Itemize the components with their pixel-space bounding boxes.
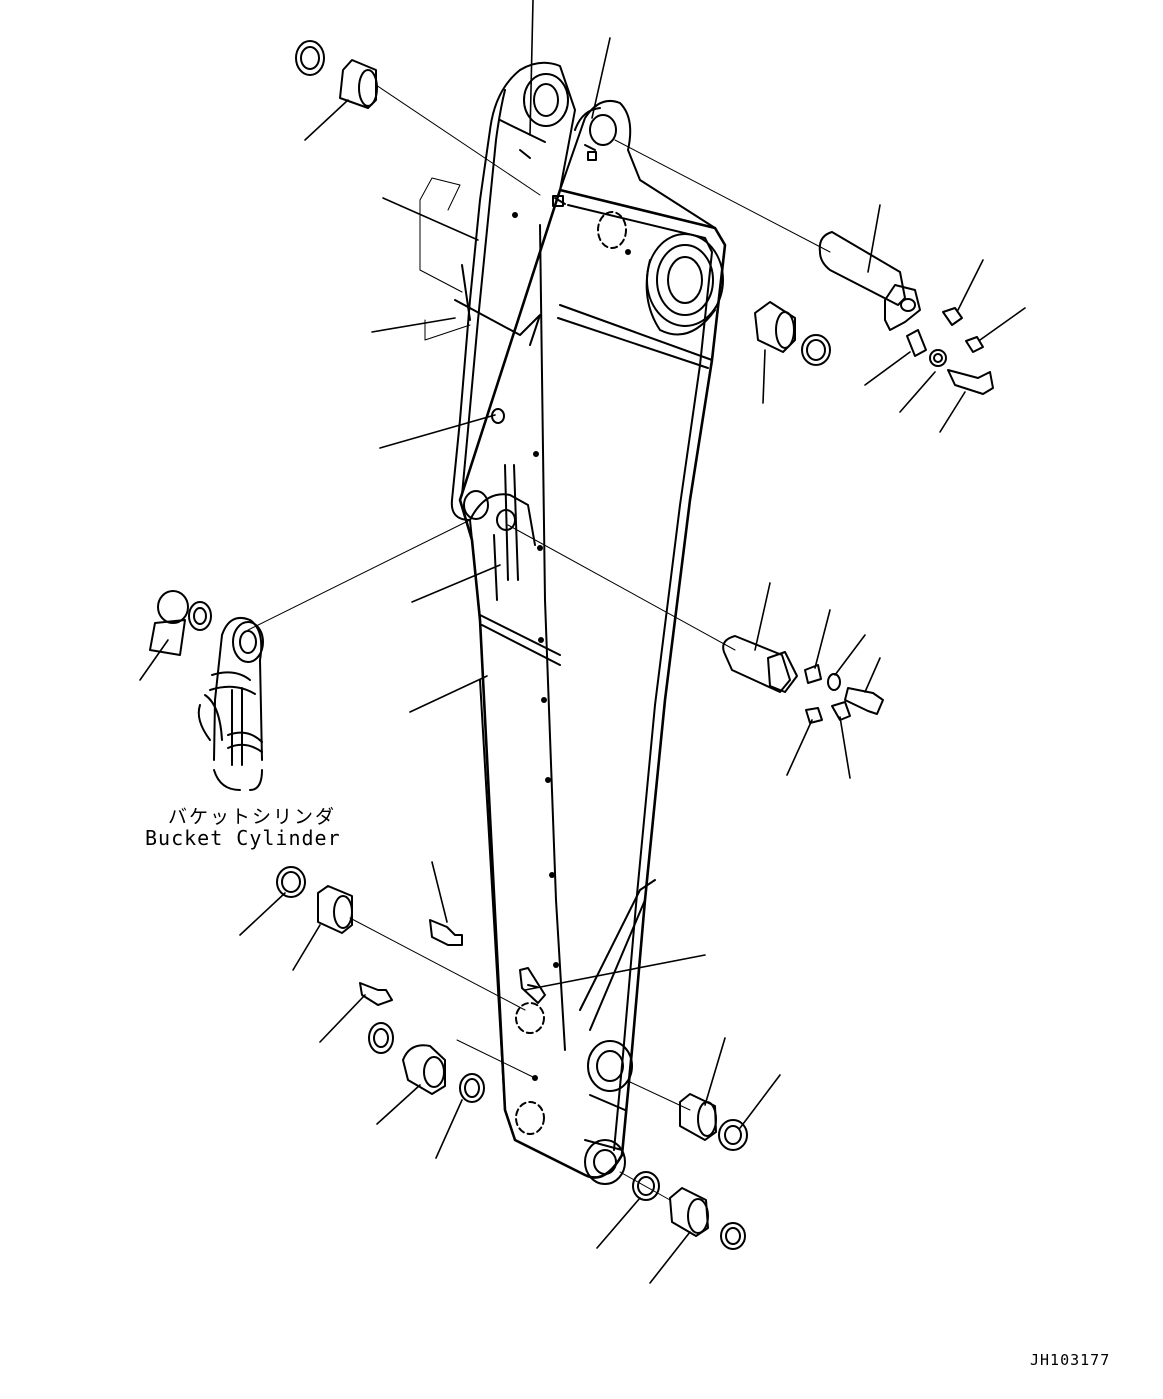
bucket-cylinder-label-en: Bucket Cylinder (145, 826, 341, 850)
pin-upper (818, 231, 906, 306)
center-lines (247, 84, 831, 1201)
bolt-upper (947, 369, 994, 395)
thrust-washer-top (295, 40, 325, 76)
parts (149, 40, 994, 1250)
pin-mid (722, 635, 791, 693)
drawing-code: JH103177 (1030, 1351, 1111, 1369)
bucket-cylinder-end (149, 590, 264, 791)
bolt-mid (844, 687, 884, 715)
bushing-top (339, 59, 377, 109)
bucket-cylinder-label-jp: バケットシリンダ (168, 806, 337, 828)
leader-lines (139, 0, 1026, 1284)
arm-structure (450, 61, 727, 1185)
